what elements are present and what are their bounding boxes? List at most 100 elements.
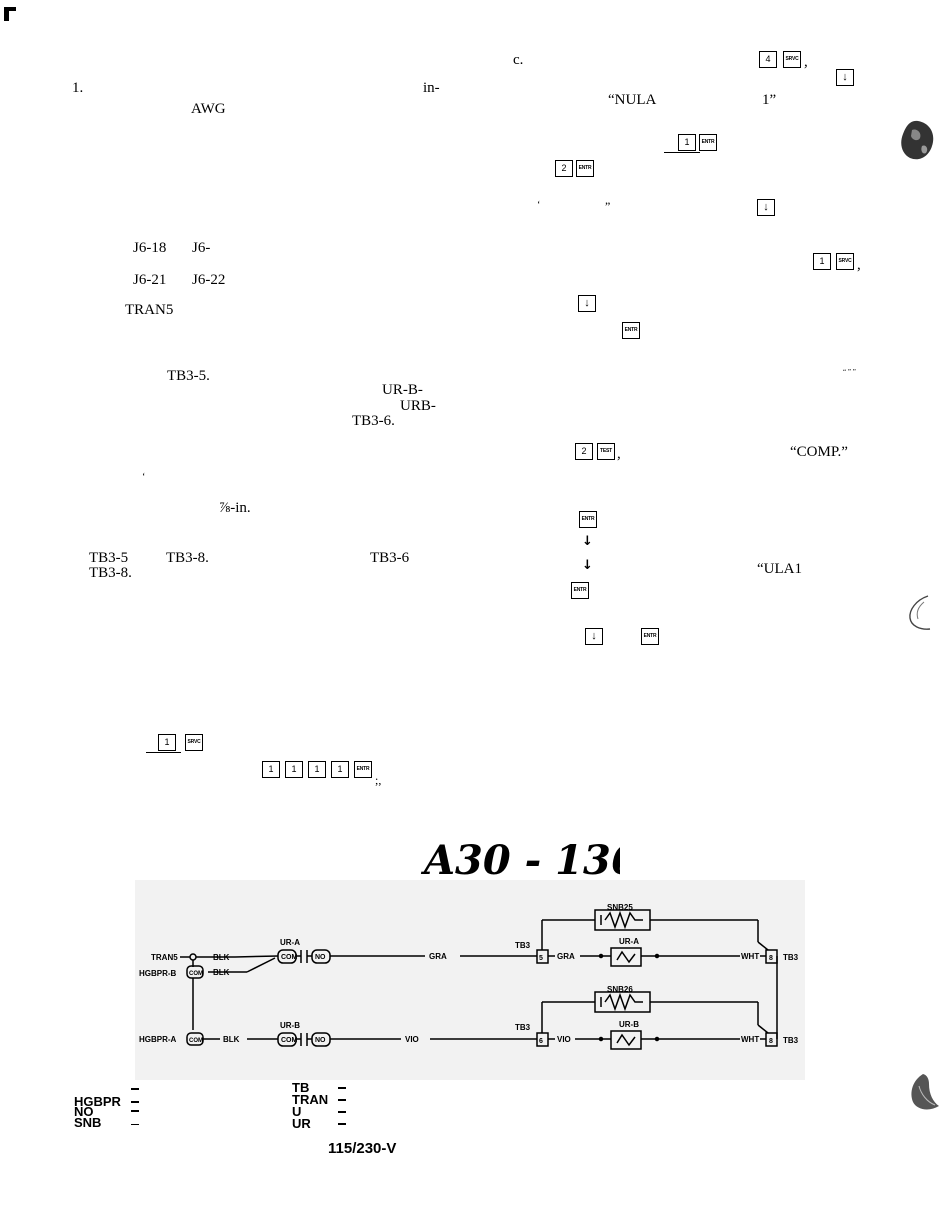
corner-mark — [4, 7, 16, 21]
svg-text:BLK: BLK — [213, 968, 230, 977]
legend-dash — [131, 1110, 139, 1112]
svg-text:TRAN5: TRAN5 — [151, 953, 178, 962]
legend-abbrev: SNB — [74, 1115, 102, 1130]
text-comma: , — [804, 54, 808, 70]
text-one-quote: 1” — [762, 92, 777, 108]
svg-text:SNB25: SNB25 — [607, 903, 633, 912]
key-1: 1 — [285, 761, 303, 778]
legend-abbrev: NO — [74, 1104, 94, 1119]
wiring-diagram: TRAN5 HGBPR-B HGBPR-A COM COM BLK BLK BL… — [135, 880, 805, 1080]
key-down-arrow: ↓ — [757, 199, 775, 216]
legend-dash — [131, 1124, 139, 1125]
margin-blot — [911, 1074, 939, 1110]
text-urb: URB- — [400, 398, 436, 414]
text-tb3-8: TB3-8. — [166, 550, 209, 566]
key-1: 1 — [331, 761, 349, 778]
handwritten-label: A30 - 1365 — [420, 837, 620, 884]
legend-abbrev: TB — [292, 1080, 310, 1095]
text-ur-b: UR-B- — [382, 382, 423, 398]
svg-text:6: 6 — [539, 1038, 543, 1045]
key-down-arrow: ↓ — [836, 69, 854, 86]
text-quote: ;, — [375, 773, 382, 787]
svg-text:BLK: BLK — [223, 1035, 240, 1044]
svg-text:WHT: WHT — [741, 1035, 759, 1044]
key-down-arrow: ↓ — [578, 295, 596, 312]
svg-text:WHT: WHT — [741, 952, 759, 961]
svg-text:UR-A: UR-A — [280, 938, 300, 947]
legend-dash — [338, 1087, 346, 1089]
text-comma: , — [857, 257, 861, 273]
key-entr: ENTR — [576, 160, 594, 177]
text-fraction: ⅞-in. — [219, 500, 251, 516]
svg-text:A30 - 1365: A30 - 1365 — [420, 837, 620, 884]
svg-text:VIO: VIO — [557, 1035, 571, 1044]
step-c: c. — [513, 52, 524, 68]
svg-text:COM: COM — [189, 971, 203, 977]
key-entr: ENTR — [571, 582, 589, 599]
key-entr: ENTR — [579, 511, 597, 528]
underline — [146, 752, 181, 753]
text-tb3-5: TB3-5. — [167, 368, 210, 384]
svg-text:NO: NO — [315, 1037, 326, 1044]
key-entr: ENTR — [354, 761, 372, 778]
key-srvc: SRVC — [783, 51, 801, 68]
svg-text:GRA: GRA — [557, 952, 575, 961]
key-4: 4 — [759, 51, 777, 68]
svg-text:8: 8 — [769, 955, 773, 962]
key-1: 1 — [262, 761, 280, 778]
key-1: 1 — [678, 134, 696, 151]
text-tb3-6b: TB3-6 — [370, 550, 410, 566]
caption-voltage: 115/230-V — [328, 1140, 397, 1157]
svg-text:COM: COM — [189, 1038, 203, 1044]
svg-text:NO: NO — [315, 954, 326, 961]
legend-abbrev: TRAN — [292, 1092, 329, 1107]
legend-dash — [338, 1111, 346, 1113]
text-j6-21: J6-21 — [133, 272, 167, 288]
text-j6-22: J6-22 — [192, 272, 226, 288]
key-test: TEST — [597, 443, 615, 460]
svg-text:VIO: VIO — [405, 1035, 419, 1044]
key-1: 1 — [813, 253, 831, 270]
svg-text:HGBPR-A: HGBPR-A — [139, 1035, 177, 1044]
key-entr: ENTR — [699, 134, 717, 151]
svg-text:TB3: TB3 — [783, 1036, 799, 1045]
text-comp: “COMP.” — [790, 444, 848, 460]
text-quote-open: ‘ — [537, 200, 541, 211]
text-tb3-8b: TB3-8. — [89, 565, 132, 581]
text-j6-18: J6-18 — [133, 240, 167, 256]
key-entr: ENTR — [622, 322, 640, 339]
text-tb3-5b: TB3-5 — [89, 550, 129, 566]
key-entr: ENTR — [641, 628, 659, 645]
svg-text:TB3: TB3 — [515, 1023, 531, 1032]
text-tran5: TRAN5 — [125, 302, 174, 318]
svg-text:UR-B: UR-B — [619, 1020, 639, 1029]
svg-text:BLK: BLK — [213, 953, 230, 962]
legend-dash — [338, 1099, 346, 1101]
svg-text:UR-B: UR-B — [280, 1021, 300, 1030]
text-quote-close: ” — [605, 199, 611, 213]
svg-text:UR-A: UR-A — [619, 937, 639, 946]
key-1: 1 — [308, 761, 326, 778]
key-down-arrow: ↓ — [585, 628, 603, 645]
text-j6: J6- — [192, 240, 211, 256]
key-srvc: SRVC — [185, 734, 203, 751]
margin-blot — [901, 120, 934, 160]
margin-blot — [909, 595, 931, 630]
svg-text:COM: COM — [281, 954, 298, 961]
down-arrow-icon: ↓ — [582, 534, 593, 549]
text-tb3-6: TB3-6. — [352, 413, 395, 429]
svg-text:5: 5 — [539, 955, 543, 962]
text-nula: “NULA — [608, 92, 657, 108]
svg-text:SNB26: SNB26 — [607, 985, 633, 994]
legend-dash — [131, 1088, 139, 1090]
text-tick-mark: “ ” ” — [843, 368, 856, 376]
key-srvc: SRVC — [836, 253, 854, 270]
svg-text:TB3: TB3 — [783, 953, 799, 962]
legend-dash — [338, 1123, 346, 1125]
svg-text:HGBPR-B: HGBPR-B — [139, 969, 177, 978]
svg-text:TB3: TB3 — [515, 941, 531, 950]
svg-text:COM: COM — [281, 1037, 298, 1044]
text-awg: AWG — [191, 101, 226, 117]
down-arrow-icon: ↓ — [582, 558, 593, 573]
legend-abbrev: HGBPR — [74, 1094, 121, 1109]
